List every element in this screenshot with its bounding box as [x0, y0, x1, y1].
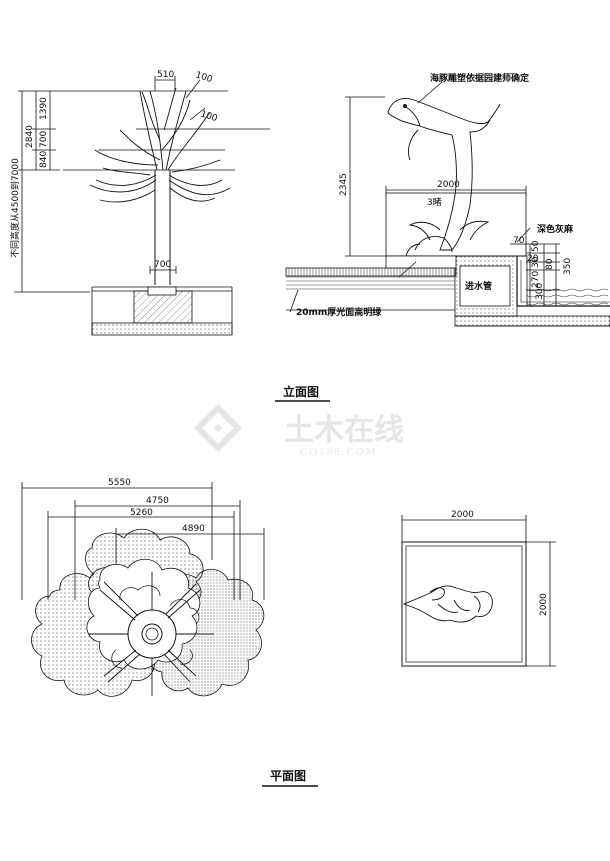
- glass-note: 20mm厚光面高明绿: [296, 306, 382, 318]
- dim-100-b: 100: [199, 109, 219, 124]
- dolphin-elevation: [285, 81, 610, 327]
- base-slab: [454, 315, 610, 327]
- watermark: 土木在线 CO188.COM: [193, 403, 404, 458]
- height-note: 不同高度从4500到7000: [9, 158, 21, 258]
- center-planter-mid: [141, 623, 163, 645]
- pipe-label: 进水管: [465, 280, 492, 292]
- dim-20: 20: [527, 254, 539, 264]
- watermark-logo: [193, 403, 243, 453]
- dim-5550: 5550: [108, 478, 131, 488]
- plan-outer-square: [401, 541, 527, 667]
- dim-50: 50: [531, 240, 541, 252]
- canopy-front: [86, 558, 201, 670]
- dim-base-700: 700: [154, 260, 171, 270]
- finish-note: 深色灰麻: [537, 223, 574, 235]
- pipe-box: [459, 265, 511, 307]
- footing-base: [91, 322, 233, 336]
- anchor-plate: [147, 286, 177, 296]
- plan-title: 平面图: [270, 769, 306, 783]
- dim-2000-elev: 2000: [437, 180, 460, 190]
- dim-5260: 5260: [130, 508, 153, 518]
- elevation-title-group: 立面图: [275, 384, 330, 402]
- center-planter-inner: [145, 627, 159, 641]
- dim-4890: 4890: [182, 524, 205, 534]
- dim-270: 270: [531, 271, 541, 288]
- dim-510: 510: [157, 70, 174, 80]
- pool-edge: [285, 267, 457, 277]
- tree-branches: [89, 87, 231, 203]
- small-label: 3睹: [427, 196, 442, 208]
- dim-1390: 1390: [39, 97, 49, 120]
- spokes: [88, 572, 214, 696]
- footing: [133, 290, 193, 324]
- dim-4750: 4750: [146, 496, 169, 506]
- plan-title-group: 平面图: [262, 769, 318, 787]
- tree-plan: [21, 482, 265, 697]
- dim-plan-width: 2000: [451, 510, 474, 520]
- dim-2840: 2840: [25, 125, 35, 148]
- pedestal-outline: [385, 192, 527, 257]
- tree-plan-text: 5550 4750 5260 4890: [108, 478, 205, 534]
- watermark-site: CO188.COM: [300, 446, 378, 458]
- dim-350: 350: [563, 258, 573, 275]
- dolphin-elevation-text: 海豚雕塑依据园建师确定 2345 2000 3睹 深色灰麻 70 50 20 3…: [296, 72, 574, 318]
- dim-plan-height: 2000: [539, 593, 549, 616]
- tree-elevation: [14, 76, 270, 336]
- sculpture-note: 海豚雕塑依据园建师确定: [430, 72, 530, 84]
- elevation-title: 立面图: [283, 384, 319, 399]
- dim-700: 700: [39, 131, 49, 148]
- dolphin-plan-view: [402, 585, 493, 623]
- dolphin-sculpture: [387, 98, 501, 257]
- water-lines: [286, 276, 609, 306]
- plan-inner-square: [405, 545, 523, 663]
- dolphin-plan: [401, 515, 556, 667]
- dim-70: 70: [513, 236, 525, 246]
- dolphin-plan-text: 2000 2000: [451, 510, 549, 616]
- dim-2345: 2345: [339, 173, 349, 196]
- dim-30: 30: [531, 256, 541, 268]
- dim-840: 840: [39, 151, 49, 168]
- watermark-brand: 土木在线: [284, 414, 404, 447]
- dim-100-a: 100: [194, 70, 214, 85]
- dim-80: 80: [545, 258, 555, 270]
- dim-300: 300: [535, 283, 545, 300]
